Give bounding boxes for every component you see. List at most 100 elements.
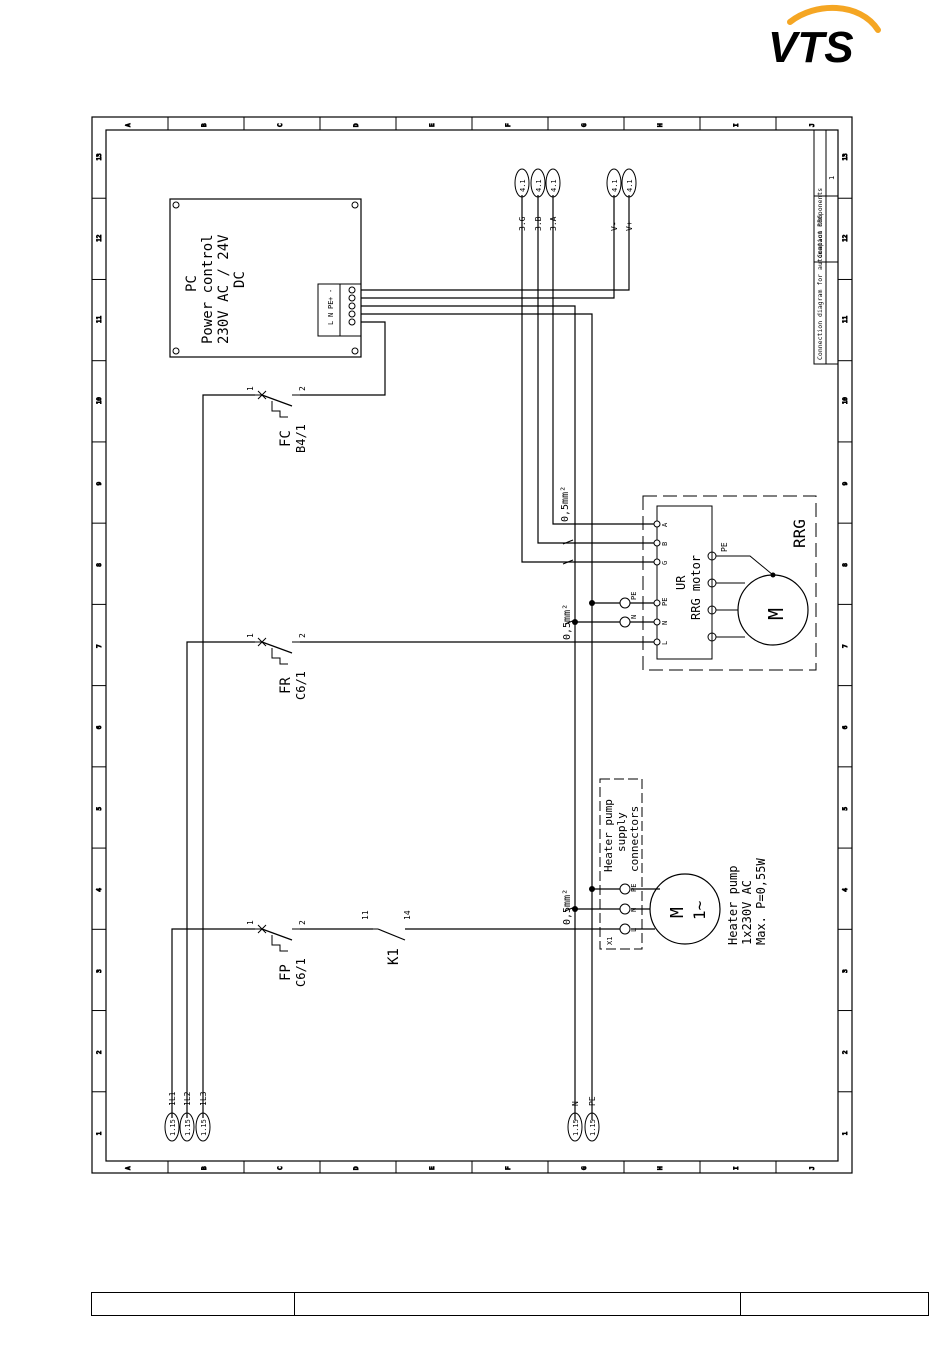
frame-number-left: 4	[96, 888, 103, 892]
breaker-pin-in: 1	[246, 386, 255, 391]
reference-id: 4.1	[611, 179, 619, 192]
ur-power-label: N	[661, 621, 669, 625]
rrg-motor-symbol: M	[764, 608, 788, 620]
breaker-pin-out: 2	[298, 633, 307, 638]
vts-logo: VTS	[768, 4, 881, 72]
reference-1l3: 1.15 1L3	[195, 1091, 211, 1142]
ur-terminal-label: G	[661, 561, 669, 565]
breaker-rating: C6/1	[294, 671, 308, 700]
footer-cell-2	[295, 1293, 741, 1315]
reference-label: PE	[588, 1096, 597, 1106]
heater-terminal-label: L	[630, 928, 638, 932]
ur-tag: UR	[674, 575, 688, 590]
ur-pe-label: PE	[720, 542, 729, 552]
heater-conn-block: X1	[606, 937, 614, 945]
ur-power-terminal	[653, 599, 661, 607]
wire-section-3: 0,5mm²	[562, 889, 573, 925]
frame-letter-top: E	[429, 123, 436, 127]
ur-power-terminal	[653, 618, 661, 626]
frame-number-left: 7	[96, 644, 103, 648]
footer-cell-1	[92, 1293, 295, 1315]
heater-conn-line1: Heater pump	[602, 799, 615, 872]
bus-references: 4.13.G4.13.B4.13.A4.1V-4.1V+	[514, 168, 637, 231]
frame-number-right: 10	[842, 397, 849, 405]
ur-feed-label: PE	[630, 592, 638, 600]
frame-number-right: 8	[842, 563, 849, 567]
pc-terminal-screw	[348, 318, 356, 326]
pc-terminal-label: +	[327, 297, 335, 301]
ur-power-terminal	[653, 638, 661, 646]
reference-id: 1.15	[200, 1119, 208, 1136]
frame-number-right: 13	[842, 153, 849, 161]
breaker-tag: FR	[278, 677, 294, 694]
pc-line3: DC	[232, 271, 248, 288]
frame-number-right: 2	[842, 1050, 849, 1054]
frame-letter-bottom: J	[809, 1166, 816, 1170]
ur-terminal-label: B	[661, 542, 669, 546]
breaker-rating: C6/1	[294, 958, 308, 987]
frame-number-right: 6	[842, 725, 849, 729]
ur-terminal-label: A	[661, 522, 669, 527]
frame-number-left: 13	[96, 153, 103, 161]
title-block: Connection diagram for automation compon…	[813, 129, 839, 365]
frame-number-right: 9	[842, 482, 849, 486]
heater-terminal	[619, 903, 631, 915]
frame-number-left: 2	[96, 1050, 103, 1054]
frame-letter-top: D	[353, 123, 360, 127]
heater-line2: 1x230V AC	[740, 880, 754, 945]
frame-letter-bottom: B	[201, 1166, 208, 1170]
reference-id: 1.15	[589, 1119, 597, 1136]
breaker-pin-out: 2	[298, 920, 307, 925]
pc-terminal-screw	[348, 294, 356, 302]
ur-name: RRG motor	[689, 555, 703, 620]
frame-number-right: 3	[842, 969, 849, 973]
frame-letter-bottom: A	[125, 1166, 132, 1170]
title-block-description: Connection diagram for automation compon…	[816, 188, 824, 360]
frame-letter-bottom: D	[353, 1166, 360, 1170]
frame-number-left: 8	[96, 563, 103, 567]
heater-motor-symbol: M	[667, 907, 688, 918]
pc-terminal-label: L	[327, 321, 335, 325]
reference-id: 4.1	[626, 179, 634, 192]
ur-feed-terminal	[619, 597, 631, 609]
pc-terminal-label: PE	[327, 301, 335, 309]
frame-letter-top: H	[657, 123, 664, 127]
breaker-tag: FC	[278, 430, 294, 447]
reference-id: 4.1	[519, 179, 527, 192]
pc-terminal-screw	[348, 286, 356, 294]
pc-terminal-label: -	[327, 289, 335, 293]
k1-tag: K1	[386, 948, 402, 965]
ur-feed-label: N	[630, 615, 638, 619]
heater-line3: Max. P=0,55W	[754, 858, 768, 945]
pc-terminal-label: N	[327, 313, 335, 317]
heater-terminal	[619, 923, 631, 935]
reference-pe: 1.15 PE	[584, 1096, 600, 1142]
ur-terminal	[653, 520, 661, 528]
frame-letter-bottom: C	[277, 1166, 284, 1170]
frame-number-left: 10	[96, 397, 103, 405]
reference-id: 4.1	[550, 179, 558, 192]
frame-number-left: 11	[96, 315, 103, 323]
ur-terminal	[653, 558, 661, 566]
pc-terminal-screw	[348, 310, 356, 318]
frame-number-right: 5	[842, 806, 849, 810]
frame-letter-top: G	[581, 123, 588, 127]
reference-label: N	[571, 1101, 580, 1106]
breaker-tag: FP	[278, 964, 294, 981]
heater-phase-symbol: 1~	[690, 901, 709, 920]
reference-label: 1L3	[199, 1091, 208, 1106]
reference-label: 1L1	[168, 1091, 177, 1106]
breaker-pin-in: 1	[246, 920, 255, 925]
heater-terminal-label: N	[630, 908, 638, 912]
reference-v: 4.1V-	[606, 168, 622, 231]
heater-pump: M 1~ Heater pump 1x230V AC Max. P=0,55W	[649, 858, 768, 945]
frame-letter-bottom: E	[429, 1166, 436, 1170]
frame-letter-top: B	[201, 123, 208, 127]
rrg-tag: RRG	[790, 519, 809, 548]
wire-section-labels: 0,5mm² 0,5mm² 0,5mm²	[560, 486, 576, 925]
